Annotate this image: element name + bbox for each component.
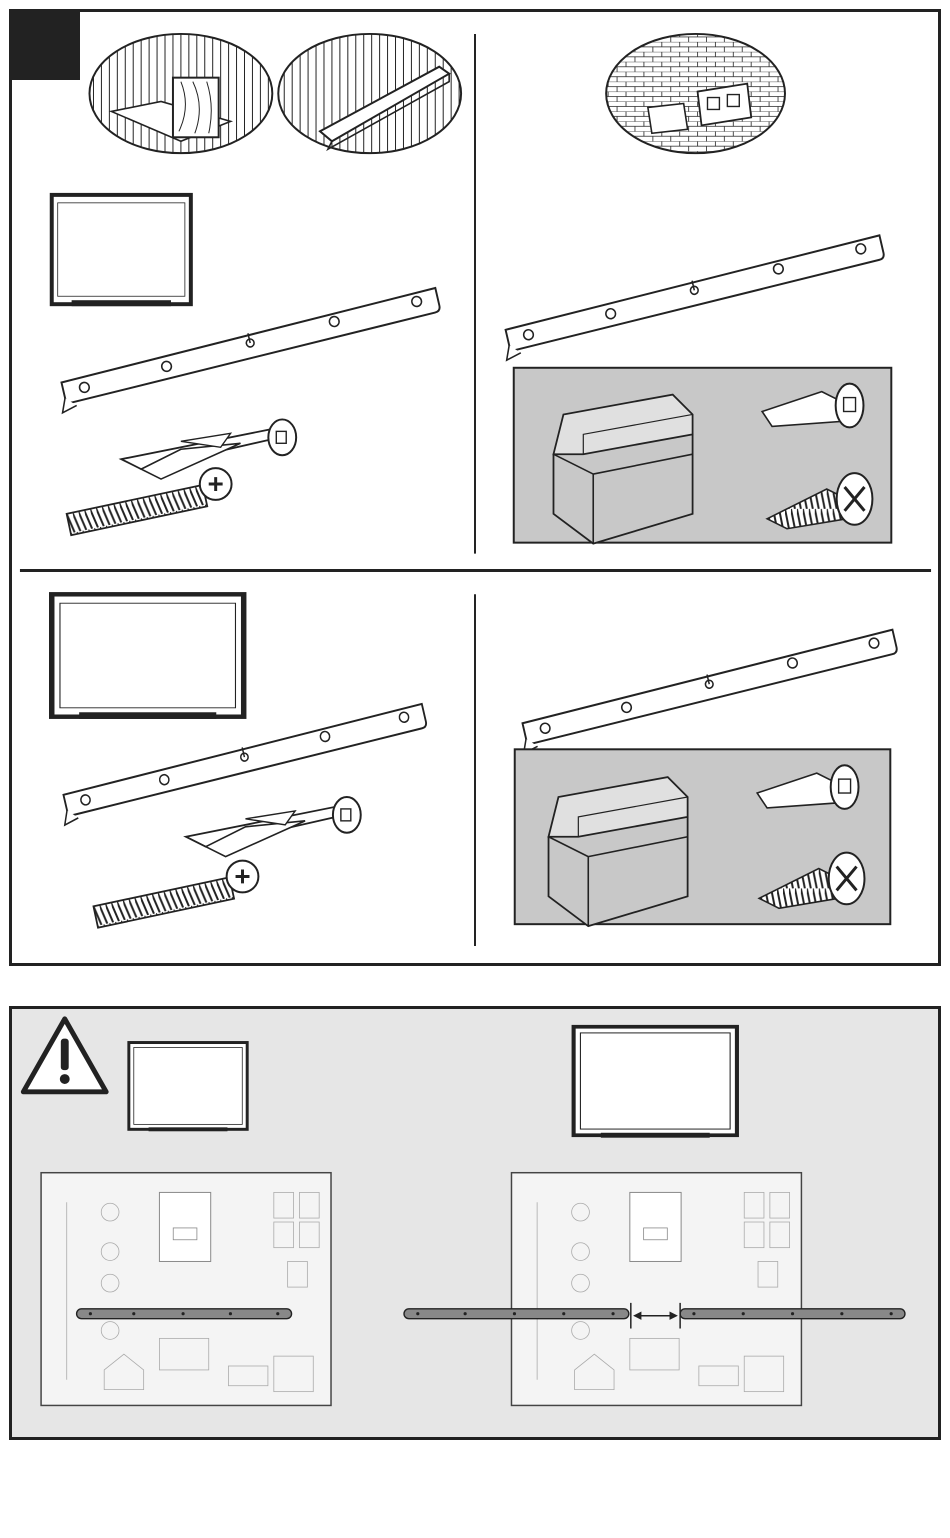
interactive-whiteboard-illustration <box>129 1043 247 1132</box>
warning-triangle-icon <box>23 1019 106 1092</box>
mounting-template-illustration <box>41 1173 331 1406</box>
mounting-template-illustration <box>511 1173 801 1406</box>
wall-bracket-illustration <box>56 704 430 825</box>
template-warning-panel <box>9 1006 941 1440</box>
template-illustrations <box>12 1009 938 1437</box>
wall-bracket-illustration <box>680 1309 905 1319</box>
masonry-wall-illustration <box>606 34 785 153</box>
wall-bracket-illustration <box>77 1309 292 1319</box>
interactive-whiteboard-illustration <box>52 594 244 719</box>
interactive-whiteboard-illustration <box>574 1027 737 1138</box>
wood-wall-illustration <box>89 34 272 153</box>
wall-bracket-illustration <box>515 630 901 754</box>
hardware-illustrations <box>12 12 938 963</box>
wall-bracket-illustration <box>54 288 444 413</box>
machine-bolt-illustration <box>93 861 258 928</box>
metal-stud-illustration <box>278 34 461 153</box>
wall-bracket-illustration <box>498 235 888 360</box>
hardware-panel <box>9 9 941 966</box>
interactive-whiteboard-illustration <box>52 195 191 306</box>
machine-bolt-illustration <box>67 468 232 535</box>
wall-bracket-illustration <box>404 1309 629 1319</box>
toggle-anchor-illustration <box>186 797 361 857</box>
